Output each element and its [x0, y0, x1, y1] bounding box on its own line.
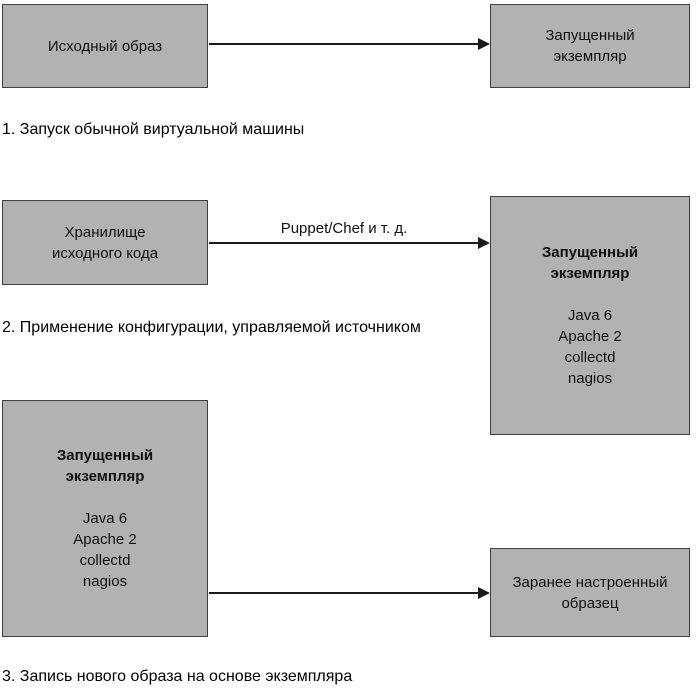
configured-instance-services: Java 6 Apache 2 collectd nagios — [73, 510, 137, 590]
configured-instance-box-step2: Запущенный экземпляр Java 6 Apache 2 col… — [490, 196, 690, 435]
step1-arrowhead-icon — [478, 38, 490, 50]
step2-arrow-line — [209, 242, 481, 244]
prebaked-image-box: Заранее настроенный образец — [490, 548, 690, 637]
step2-arrow-label: Puppet/Chef и т. д. — [280, 220, 408, 237]
step3-caption: 3. Запись нового образа на основе экземп… — [2, 668, 353, 685]
configured-instance-title: Запущенный экземпляр — [541, 244, 639, 282]
configured-instance-box-step3: Запущенный экземпляр Java 6 Apache 2 col… — [2, 400, 208, 637]
step2-arrowhead-icon — [478, 237, 490, 249]
step3-arrow-line — [209, 592, 481, 594]
step3-arrowhead-icon — [478, 587, 490, 599]
step1-arrow-line — [209, 43, 481, 45]
configured-instance-services: Java 6 Apache 2 collectd nagios — [558, 307, 622, 387]
step1-caption: 1. Запуск обычной виртуальной машины — [2, 121, 305, 138]
step2-caption: 2. Применение конфигурации, управляемой … — [2, 319, 421, 336]
configured-instance-title: Запущенный экземпляр — [56, 447, 154, 485]
source-image-box: Исходный образ — [2, 4, 208, 88]
running-instance-box-step1: Запущенный экземпляр — [490, 4, 690, 88]
source-code-repository-box: Хранилище исходного кода — [2, 200, 208, 285]
